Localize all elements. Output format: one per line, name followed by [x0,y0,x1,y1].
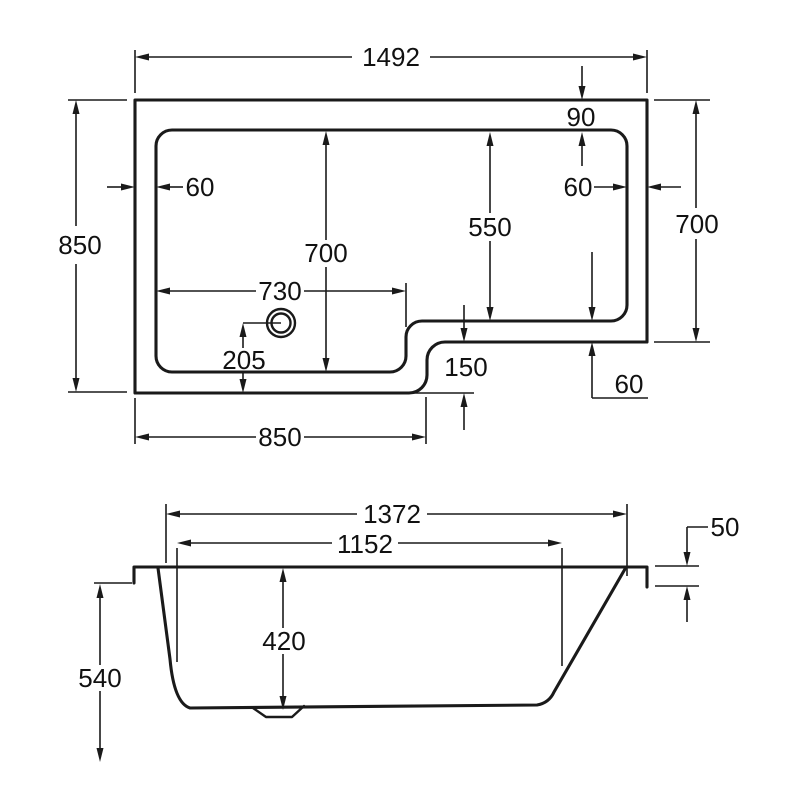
plan-inner-outline [154,128,629,374]
dim-wall-right: 60 [564,172,681,202]
dim-overall-length-label: 1492 [362,42,420,72]
dim-overall-height: 540 [78,582,132,762]
dim-rim-height: 50 [655,512,739,622]
plan-outer-outline [133,98,649,395]
dim-bath-inner-width: 700 [304,131,348,372]
side-waste-outline [251,704,306,719]
dim-bath-inner-length-label: 730 [258,276,301,306]
dim-shower-inner-width: 550 [468,132,512,321]
dim-shower-end-width: 700 [654,99,719,343]
dim-step-depth: 150 [410,305,488,430]
dim-inner-depth: 420 [262,568,306,710]
dim-rim-inner-length: 1372 [165,499,628,576]
side-shell-outline [156,566,627,710]
side-rim-outline [132,565,649,589]
dim-shower-inner-width-label: 550 [468,212,511,242]
dim-bath-inner-length: 730 [156,276,407,327]
side-view: 1372 1152 50 42 [78,499,739,762]
dim-overall-width: 850 [58,99,127,393]
dim-bath-section-length-label: 850 [258,422,301,452]
dim-waste-to-edge-label: 205 [222,345,265,375]
dim-overall-height-label: 540 [78,663,121,693]
dim-shower-end-width-label: 700 [675,209,718,239]
dim-base-inner-length-label: 1152 [337,529,393,559]
dim-rim-height-label: 50 [711,512,740,542]
dim-rim-inner-length-label: 1372 [363,499,421,529]
dim-rim-head-end: 90 [567,66,596,166]
dim-rim-head-end-label: 90 [567,102,596,132]
dim-wall-right-label: 60 [564,172,593,202]
dim-waste-to-edge: 205 [222,322,281,393]
dim-bath-section-length: 850 [134,397,427,452]
dim-wall-left-label: 60 [186,172,215,202]
dim-wall-left: 60 [107,172,214,202]
dim-overall-length: 1492 [134,42,648,93]
dim-bath-inner-width-label: 700 [304,238,347,268]
dim-wall-shower-bottom: 60 [588,252,648,399]
dim-base-inner-length: 1152 [176,529,563,666]
dim-overall-width-label: 850 [58,230,101,260]
plan-view: 1492 850 60 90 [58,42,718,452]
dim-wall-shower-bottom-label: 60 [615,369,644,399]
dim-inner-depth-label: 420 [262,626,305,656]
dim-step-depth-label: 150 [444,352,487,382]
